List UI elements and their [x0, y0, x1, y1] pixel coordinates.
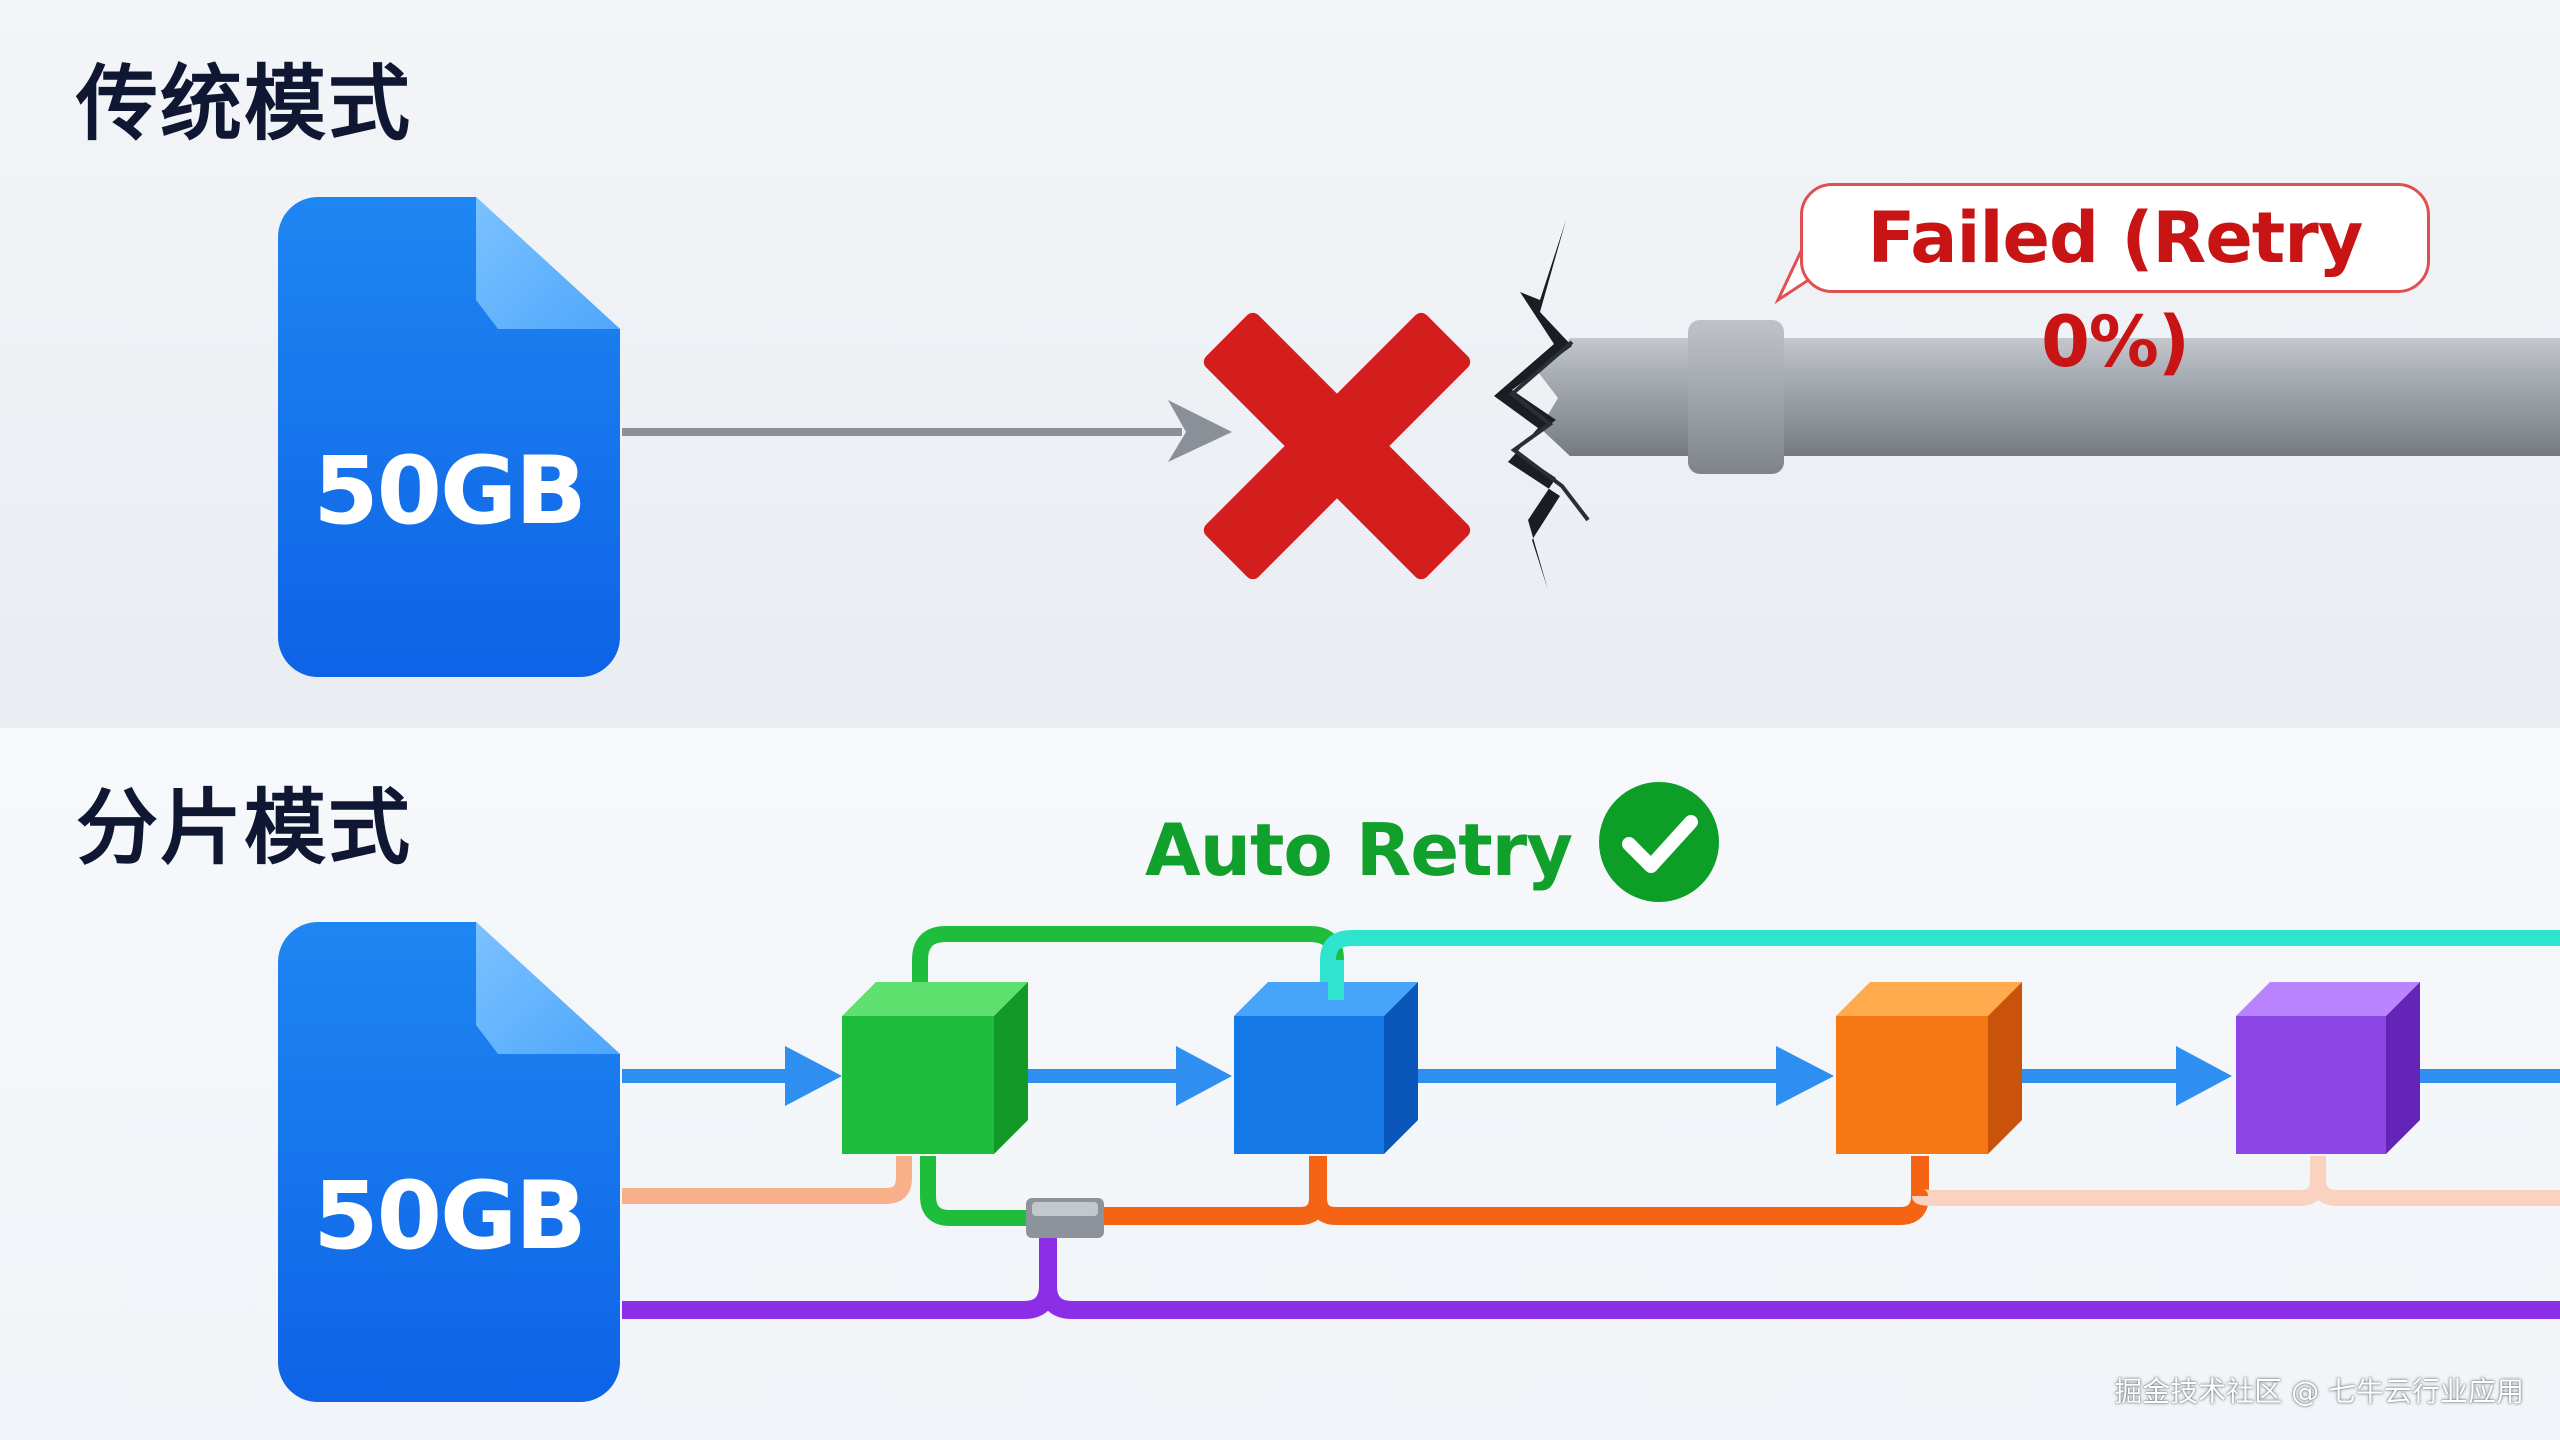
file-fold: [476, 197, 620, 329]
chunk-cube-icon: [1234, 982, 1418, 1154]
purple-path: [622, 1228, 2560, 1319]
file-icon: 50GB: [278, 197, 620, 677]
main-pipeline: [622, 1046, 2560, 1106]
cross-icon: [1203, 312, 1471, 580]
traditional-mode-panel: 传统模式: [0, 0, 2560, 728]
file-size-label: 50GB: [313, 437, 587, 546]
retry-path-cyan: [1320, 930, 2560, 988]
green-under-loop: [920, 1156, 1032, 1226]
file-size-label: 50GB: [313, 1162, 587, 1271]
file-icon: 50GB: [278, 922, 620, 1402]
failure-callout: Failed (Retry 0%): [1800, 183, 2430, 383]
chunk-cube-icon: [842, 982, 1028, 1154]
chunked-mode-panel: 分片模式: [0, 728, 2560, 1440]
chunk-cube-icon: [1836, 982, 2022, 1154]
transfer-arrow: [622, 400, 1232, 462]
chunk-cube-icon: [2236, 982, 2420, 1154]
check-icon: [1599, 782, 1719, 902]
broken-pipe-icon: [1494, 220, 2560, 590]
traditional-diagram: [622, 220, 2560, 590]
orange-light-path: [622, 1156, 912, 1204]
watermark: 掘金技术社区 @ 七牛云行业应用: [2114, 1375, 2524, 1408]
retry-path-green: [912, 926, 1344, 988]
traditional-mode-title: 传统模式: [76, 57, 413, 152]
chunked-diagram: [622, 926, 2560, 1319]
chunked-mode-title: 分片模式: [76, 781, 413, 876]
auto-retry-label: Auto Retry: [1145, 808, 1573, 892]
orange-fade-path: [1912, 1156, 2560, 1206]
connector-clamp: [1026, 1198, 1104, 1238]
orange-path: [1100, 1156, 1929, 1225]
failure-status-text: Failed (Retry 0%): [1867, 197, 2364, 383]
file-fold: [476, 922, 620, 1054]
